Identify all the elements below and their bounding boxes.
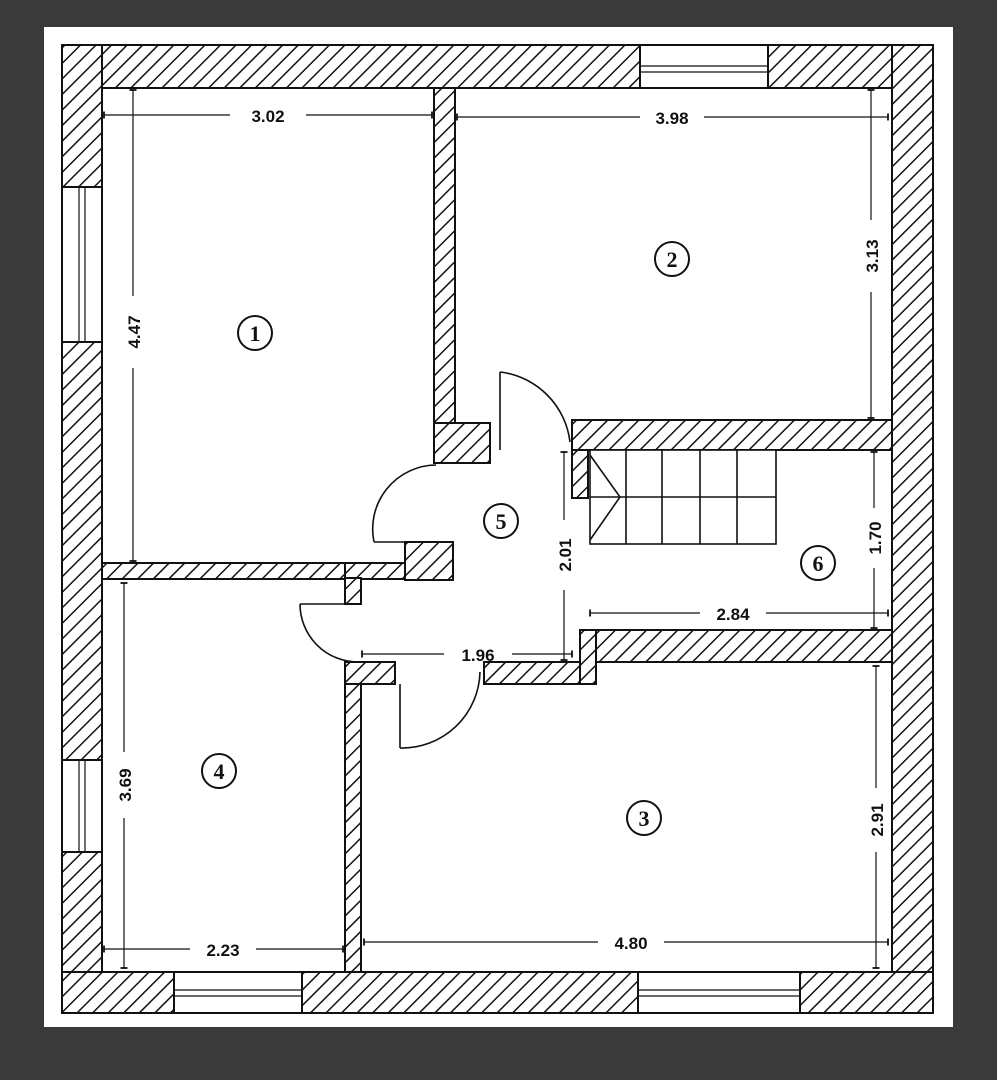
dim-room1-height: 4.47 [125,315,144,348]
dimension-lines [103,89,889,969]
room-number-6: 6 [813,551,824,576]
room-number-5: 5 [496,509,507,534]
dim-room4-width: 2.23 [206,941,239,960]
outer-walls [61,44,934,1014]
room-marker-1: 1 [237,315,273,351]
window-bottom-left [173,971,303,1014]
window-bottom-right [637,971,801,1014]
dim-room6-height: 1.70 [866,521,885,554]
door-swing-room4 [299,603,359,663]
door-swing-room3 [399,671,481,749]
room-marker-4: 4 [201,753,237,789]
dim-room1-width: 3.02 [251,107,284,126]
dim-room3-width: 4.80 [614,934,647,953]
room-number-2: 2 [667,247,678,272]
room-number-4: 4 [214,759,225,784]
room-number-1: 1 [250,321,261,346]
dim-room5-height: 2.01 [556,538,575,571]
dim-room6-width: 2.84 [716,605,750,624]
dim-room3-height: 2.91 [868,803,887,836]
dim-room2-width: 3.98 [655,109,688,128]
room-marker-6: 6 [800,545,836,581]
doors [299,371,571,749]
dim-room5-width: 1.96 [461,646,494,665]
room-marker-5: 5 [483,503,519,539]
dimension-labels: 3.02 3.98 4.47 3.13 2.01 1.70 2.84 1.96 … [116,107,887,960]
door-swing-room1 [371,464,437,543]
window-left-upper [61,186,103,343]
room-markers: 1 2 3 4 5 6 [201,241,836,836]
dim-room4-height: 3.69 [116,768,135,801]
interior-walls [101,87,893,973]
stairs [589,449,777,545]
room-marker-3: 3 [626,800,662,836]
room-marker-2: 2 [654,241,690,277]
window-left-lower [61,759,103,853]
door-swing-hall-top [499,371,571,450]
dim-room2-height: 3.13 [863,239,882,272]
room-number-3: 3 [639,806,650,831]
